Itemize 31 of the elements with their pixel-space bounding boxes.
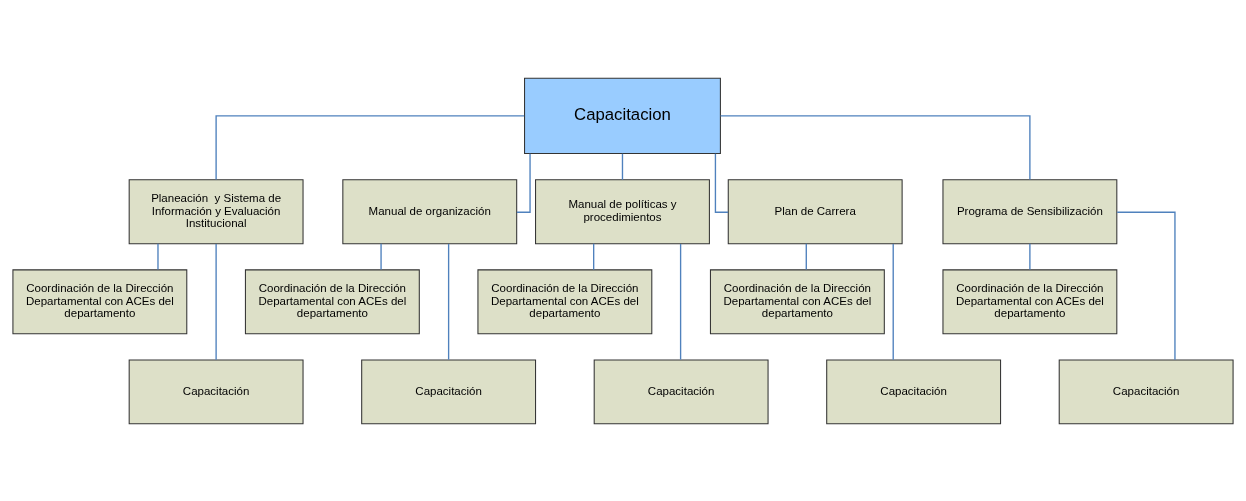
connector [215,242,217,360]
node-box: Capacitación [593,358,769,424]
connector [215,114,525,180]
connector [892,242,894,360]
node-box: Coordinación de la Dirección Departamental con ACEs del departamento [709,268,885,334]
connector [714,152,729,213]
node-box: Coordinación de la Dirección Departamental con ACEs del departamento [477,268,653,334]
connector [593,242,595,270]
connector [805,242,807,270]
node-box: Coordinación de la Dirección Departamental con ACEs del departamento [942,268,1118,334]
connector [380,242,382,270]
node-box: Capacitación [826,358,1002,424]
connector [157,242,159,270]
node-box: Capacitación [128,358,304,424]
node-box: Plan de Carrera [727,178,903,244]
connector [516,152,531,213]
node-box: Manual de políticas y procedimientos [535,178,710,244]
node-box: Planeación y Sistema de Información y Evaluación Institucional [128,178,304,244]
connector [447,242,450,360]
node-box: Capacitación [361,358,537,424]
connector [679,242,682,360]
node-box: Manual de organización [342,178,518,244]
node-box: Programa de Sensibilización [942,178,1118,244]
connector [1029,242,1031,270]
connector [719,114,1031,180]
connector [1116,211,1176,360]
node-box: Coordinación de la Dirección Departamental con ACEs del departamento [12,268,188,334]
node-box: Capacitacion [524,77,721,154]
node-box: Coordinación de la Dirección Departamental con ACEs del departamento [244,268,420,334]
connector [621,152,624,180]
node-box: Capacitación [1058,358,1234,424]
